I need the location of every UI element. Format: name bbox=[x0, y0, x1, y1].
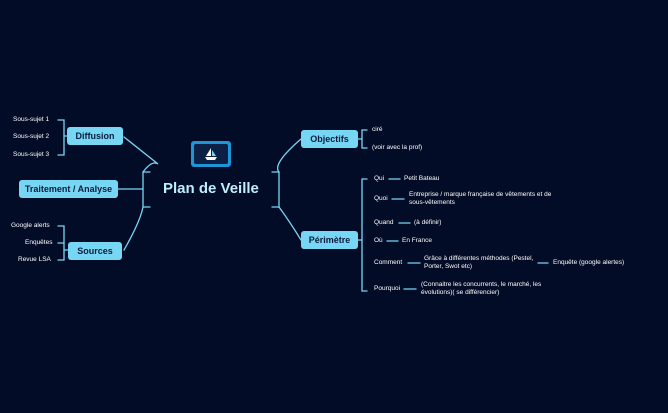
sources-child-2[interactable]: Enquêtes bbox=[25, 239, 53, 246]
link-perimetre-children bbox=[357, 178, 368, 292]
link-central-sources bbox=[123, 206, 144, 251]
perimetre-key-comment[interactable]: Comment bbox=[374, 259, 403, 266]
link-objectifs-children bbox=[357, 129, 368, 149]
perimetre-key-quoi[interactable]: Quoi bbox=[374, 195, 388, 202]
diffusion-child-1[interactable]: Sous-sujet 1 bbox=[13, 116, 50, 123]
branch-perimetre[interactable]: Périmètre bbox=[301, 231, 358, 249]
link-sources-children bbox=[57, 225, 69, 261]
objectifs-child-1[interactable]: ciré bbox=[372, 126, 383, 133]
perimetre-value-quand[interactable]: (à définir) bbox=[414, 219, 442, 226]
sources-child-1[interactable]: Google alerts bbox=[11, 222, 50, 229]
central-bracket-right bbox=[271, 171, 280, 208]
central-topic[interactable]: Plan de Veille bbox=[163, 180, 259, 197]
central-bracket-left bbox=[142, 171, 151, 208]
link-central-perimetre bbox=[278, 206, 302, 241]
diffusion-child-3[interactable]: Sous-sujet 3 bbox=[13, 151, 50, 158]
perimetre-extra-comment[interactable]: Enquête (google alertes) bbox=[553, 259, 625, 266]
perimetre-value-comment[interactable]: Grâce à différentes méthodes (Pestel, Po… bbox=[424, 255, 534, 270]
branch-sources[interactable]: Sources bbox=[68, 242, 122, 260]
perimetre-key-quand[interactable]: Quand bbox=[374, 219, 394, 226]
branch-diffusion[interactable]: Diffusion bbox=[67, 127, 123, 145]
diffusion-child-2[interactable]: Sous-sujet 2 bbox=[13, 133, 50, 140]
branch-objectifs[interactable]: Objectifs bbox=[301, 130, 358, 148]
perimetre-value-quoi[interactable]: Entreprise / marque française de vêtemen… bbox=[409, 191, 552, 206]
perimetre-value-pourquoi[interactable]: (Connaitre les concurrents, le marché, l… bbox=[421, 281, 542, 296]
objectifs-child-2[interactable]: (voir avec la prof) bbox=[372, 144, 423, 151]
sources-child-3[interactable]: Revue LSA bbox=[18, 256, 51, 263]
branch-traitement[interactable]: Traitement / Analyse bbox=[19, 180, 118, 198]
perimetre-key-ou[interactable]: Où bbox=[374, 237, 383, 244]
perimetre-value-qui[interactable]: Petit Bateau bbox=[404, 175, 440, 182]
sailboat-icon bbox=[205, 148, 217, 160]
perimetre-key-qui[interactable]: Qui bbox=[374, 175, 385, 182]
perimetre-key-pourquoi[interactable]: Pourquoi bbox=[374, 285, 401, 292]
link-central-objectifs bbox=[277, 138, 302, 173]
perimetre-value-ou[interactable]: En France bbox=[402, 237, 432, 244]
central-sailboat-icon[interactable] bbox=[191, 141, 231, 167]
link-central-diffusion bbox=[123, 136, 159, 173]
